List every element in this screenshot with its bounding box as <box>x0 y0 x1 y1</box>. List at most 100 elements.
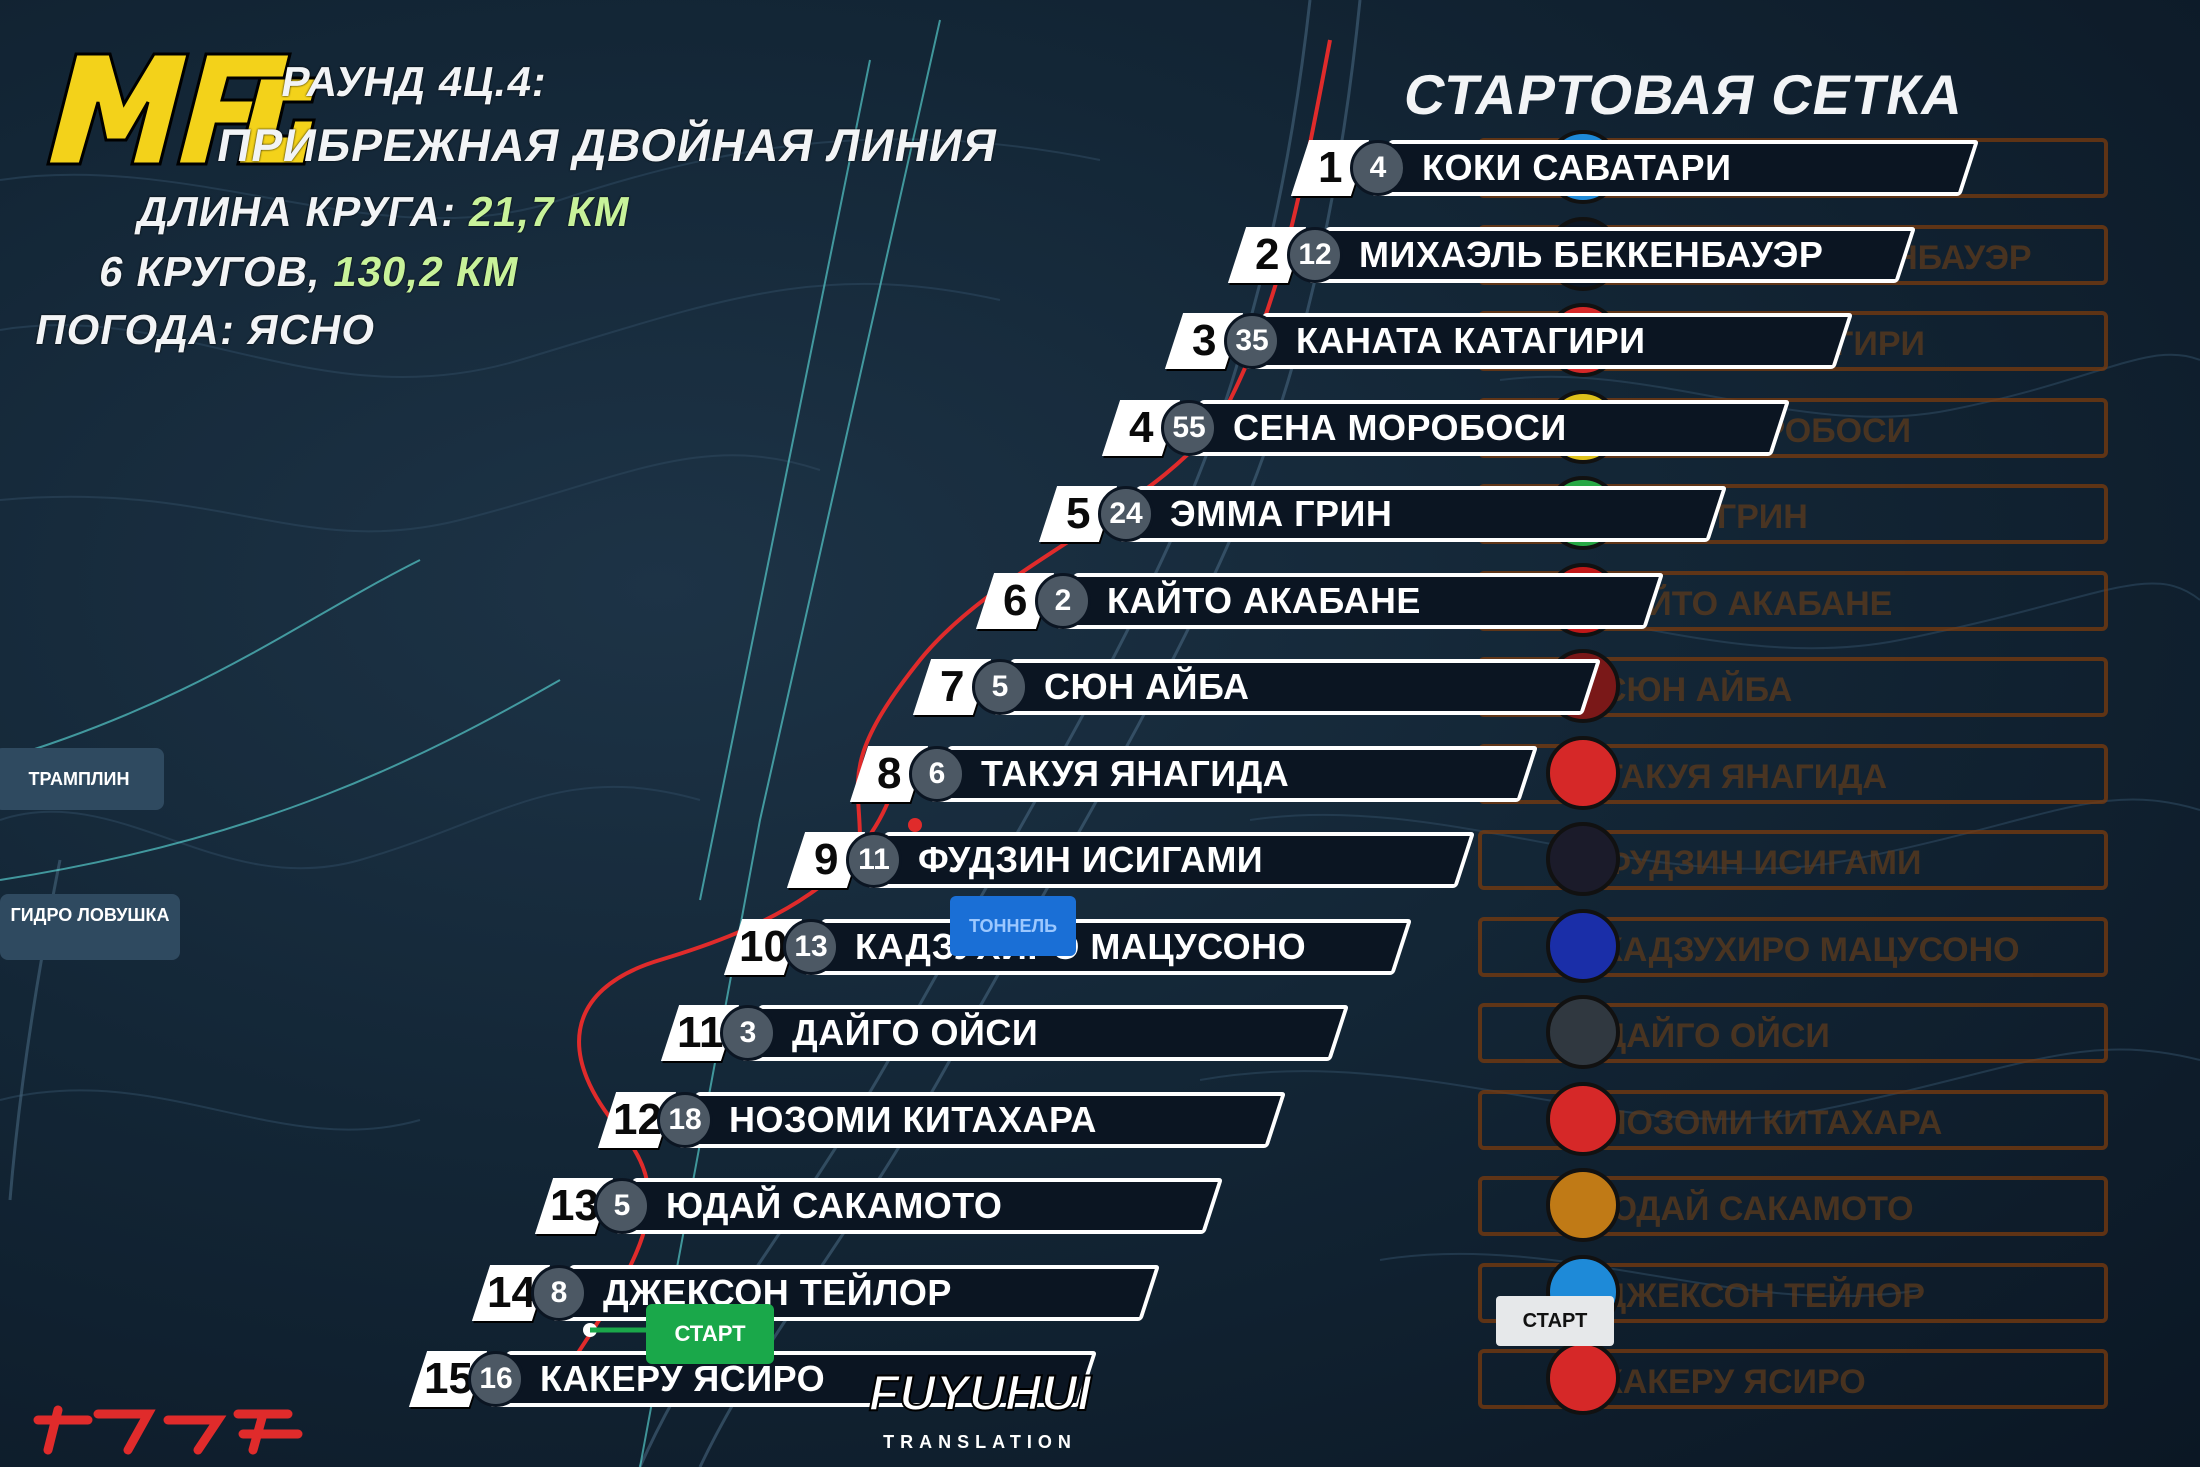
team-emblem <box>1546 822 1620 896</box>
ghost-driver-name: ДЖЕКСОН ТЕЙЛОР <box>1602 1276 1925 1315</box>
car-number-badge: 24 <box>1098 486 1154 542</box>
car-number-badge: 55 <box>1161 399 1217 456</box>
start-label-right: СТАРТ <box>1496 1296 1614 1346</box>
grid-position-number: 11 <box>676 1008 724 1057</box>
car-number-badge: 11 <box>846 832 902 888</box>
driver-name: КАЙТО АКАБАНЕ <box>1107 579 1421 621</box>
car-number-badge: 13 <box>783 918 839 975</box>
laps-info: 6 КРУГОВ, 130,2 КМ <box>96 248 524 296</box>
team-emblem <box>1546 995 1620 1069</box>
grid-row-content: 3 ДАЙГО ОЙСИ <box>720 1005 1039 1061</box>
team-emblem <box>1546 1081 1620 1156</box>
grid-position-number: 4 <box>1128 402 1154 452</box>
grid-row: 4 КОКИ САВАТАРИ <box>1350 140 1980 196</box>
lap-length-label: ДЛИНА КРУГА: <box>133 188 461 235</box>
ghost-driver-name: ФУДЗИН ИСИГАМИ <box>1602 844 1922 882</box>
driver-name: СЮН АЙБА <box>1044 666 1250 707</box>
grid-position-number: 3 <box>1191 316 1217 365</box>
round-label: РАУНД 4Ц.4: <box>277 58 552 105</box>
driver-name: ДАЙГО ОЙСИ <box>792 1012 1039 1053</box>
ghost-driver-name: СЮН АЙБА <box>1602 671 1793 709</box>
car-number-badge: 4 <box>1350 140 1406 196</box>
grid-position-number: 2 <box>1254 229 1280 279</box>
grid-ghost-row: НОЗОМИ КИТАХАРА <box>1478 1089 2108 1150</box>
grid-row-content: 11 ФУДЗИН ИСИГАМИ <box>846 832 1264 888</box>
grid-position-number: 12 <box>612 1094 662 1144</box>
team-emblem <box>1546 908 1620 983</box>
grid-row: 2 КАЙТО АКАБАНЕ <box>1035 572 1665 629</box>
driver-name: КАКЕРУ ЯСИРО <box>540 1358 826 1399</box>
car-number-badge: 2 <box>1035 572 1091 629</box>
grid-row: 5 СЮН АЙБА <box>972 659 1602 715</box>
hydro-trap-label: ГИДРО ЛОВУШКА <box>0 894 180 960</box>
grid-ghost-row: ТАКУЯ ЯНАГИДА <box>1478 743 2108 804</box>
grid-ghost-row: КАДЗУХИРО МАЦУСОНО <box>1478 916 2108 977</box>
grid-row-content: 5 СЮН АЙБА <box>972 659 1250 715</box>
car-number-badge: 3 <box>720 1005 776 1061</box>
driver-name: КАНАТА КАТАГИРИ <box>1296 320 1646 361</box>
grid-position-number: 6 <box>1002 575 1028 625</box>
jp-watermark <box>33 1405 303 1455</box>
grid-position-number: 10 <box>738 921 788 971</box>
driver-name: МИХАЭЛЬ БЕККЕНБАУЭР <box>1359 233 1824 275</box>
grid-ghost-row: ЮДАЙ САКАМОТО <box>1478 1176 2108 1236</box>
grid-row: 3 ДАЙГО ОЙСИ <box>720 1005 1350 1061</box>
driver-name: НОЗОМИ КИТАХАРА <box>729 1098 1097 1140</box>
grid-ghost-row: КАКЕРУ ЯСИРО <box>1478 1349 2108 1409</box>
grid-row: 13 КАДЗУХИРО МАЦУСОНО <box>783 918 1413 975</box>
team-emblem <box>1546 1168 1620 1242</box>
grid-ghost-row: ДАЙГО ОЙСИ <box>1478 1003 2108 1063</box>
grid-row-content: 4 КОКИ САВАТАРИ <box>1350 140 1732 196</box>
mfg-logo <box>46 52 320 166</box>
lap-length: ДЛИНА КРУГА: 21,7 КМ <box>134 188 635 236</box>
weather-value: ЯСНО <box>244 306 380 353</box>
laps-distance: 130,2 КМ <box>329 248 524 295</box>
brand-word: FUYUHUI <box>869 1365 1092 1421</box>
translation-brand: FUYUHUI TRANSLATION <box>868 1364 1093 1452</box>
car-number-badge: 8 <box>531 1264 587 1321</box>
driver-name: КОКИ САВАТАРИ <box>1422 147 1732 188</box>
grid-row: 5 ЮДАЙ САКАМОТО <box>594 1178 1224 1234</box>
team-emblem <box>1546 1341 1620 1415</box>
ghost-driver-name: ТАКУЯ ЯНАГИДА <box>1602 757 1887 796</box>
grid-position-number: 9 <box>813 835 839 884</box>
start-label: СТАРТ <box>646 1304 774 1364</box>
grid-position-number: 8 <box>876 748 902 798</box>
tunnel-label: ТОННЕЛЬ <box>950 896 1076 956</box>
car-number-badge: 5 <box>972 659 1028 715</box>
driver-name: ФУДЗИН ИСИГАМИ <box>918 839 1264 880</box>
car-number-badge: 18 <box>657 1091 713 1148</box>
grid-ghost-row: ФУДЗИН ИСИГАМИ <box>1478 830 2108 890</box>
laps-label: 6 КРУГОВ, <box>95 248 326 295</box>
grid-position-number: 15 <box>423 1354 473 1403</box>
grid-position-number: 5 <box>1065 489 1091 538</box>
grid-position-number: 13 <box>549 1181 599 1230</box>
driver-name: КАДЗУХИРО МАЦУСОНО <box>855 925 1307 967</box>
ramp-label: ТРАМПЛИН <box>0 748 164 810</box>
brand-sub: TRANSLATION <box>883 1432 1077 1452</box>
grid-row: 18 НОЗОМИ КИТАХАРА <box>657 1091 1287 1148</box>
ghost-driver-name: НОЗОМИ КИТАХАРА <box>1602 1103 1943 1142</box>
grid-position-number: 7 <box>939 662 965 711</box>
weather-label: ПОГОДА: <box>31 306 240 353</box>
car-number-badge: 5 <box>594 1178 650 1234</box>
grid-ghost-row: ДЖЕКСОН ТЕЙЛОР <box>1478 1262 2108 1323</box>
grid-position-number: 1 <box>1317 143 1343 192</box>
track-name: ПРИБРЕЖНАЯ ДВОЙНАЯ ЛИНИЯ <box>213 119 1003 171</box>
ghost-driver-name: КАДЗУХИРО МАЦУСОНО <box>1602 930 2020 969</box>
team-emblem <box>1546 735 1620 810</box>
ghost-driver-name: КАКЕРУ ЯСИРО <box>1602 1363 1866 1401</box>
driver-name: ЮДАЙ САКАМОТО <box>666 1185 1003 1226</box>
lap-length-value: 21,7 КМ <box>465 188 635 235</box>
grid-row-content: 5 ЮДАЙ САКАМОТО <box>594 1178 1003 1234</box>
